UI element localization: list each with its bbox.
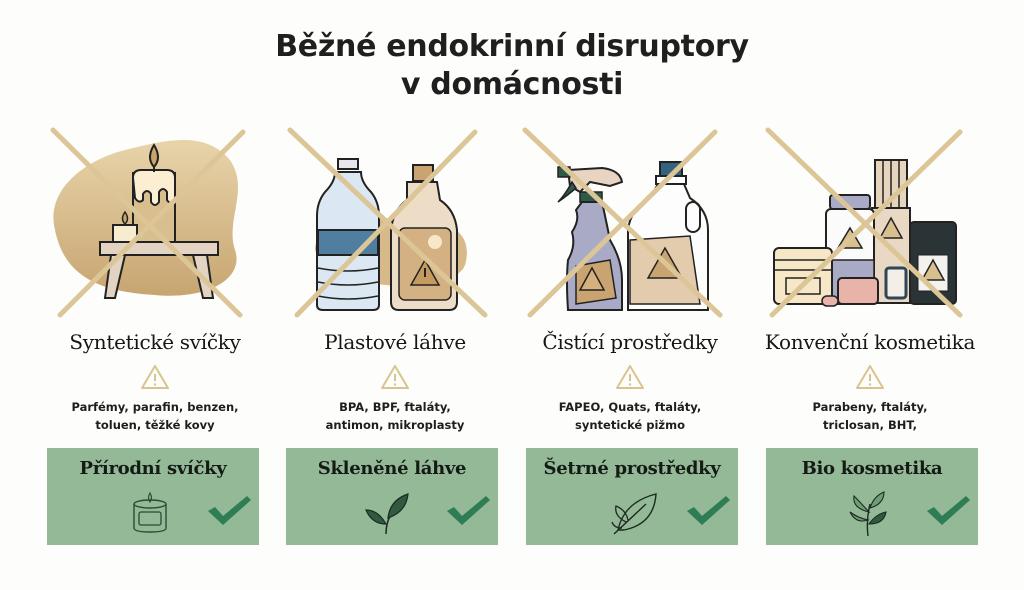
candles-on-stool-illustration — [35, 120, 275, 320]
cleaning-products-illustration — [510, 120, 750, 320]
checkmark-icon — [447, 496, 490, 525]
page-title: Běžné endokrinní disruptory v domácnosti — [0, 28, 1024, 104]
alternative-label: Přírodní svíčky — [79, 458, 227, 479]
category-name: Syntetické svíčky — [69, 330, 241, 354]
alternative-gentle-cleaners: Šetrné prostředky — [526, 448, 738, 545]
leaf-outline-icon — [611, 493, 657, 535]
title-line-1: Běžné endokrinní disruptory — [275, 29, 749, 64]
chemicals-list: Parfémy, parafin, benzen, toluen, těžké … — [71, 400, 239, 432]
checkmark-icon — [687, 496, 730, 525]
alternative-label: Šetrné prostředky — [543, 458, 721, 479]
category-name: Čistící prostředky — [542, 330, 718, 354]
leaf-sprout-icon — [365, 493, 409, 535]
jar-candle-icon — [133, 491, 167, 533]
chemicals-list: FAPEO, Quats, ftaláty, syntetické pižmo — [558, 400, 702, 432]
warning-icon — [856, 365, 884, 389]
category-name: Konvenční kosmetika — [764, 330, 976, 354]
alternative-glass-bottles: Skleněné láhve — [286, 448, 498, 545]
checkmark-icon — [927, 496, 970, 525]
chemicals-list: Parabeny, ftaláty, triclosan, BHT, — [812, 400, 928, 432]
alternative-label: Skleněné láhve — [317, 458, 467, 479]
herb-branch-icon — [849, 491, 887, 536]
alternative-bio-cosmetics: Bio kosmetika — [766, 448, 978, 545]
warning-icon — [616, 365, 644, 389]
title-line-2: v domácnosti — [400, 67, 624, 102]
alternative-label: Bio kosmetika — [801, 458, 943, 479]
cosmetics-jars-illustration — [750, 120, 990, 320]
chemicals-list: BPA, BPF, ftaláty, antimon, mikroplasty — [325, 400, 465, 432]
warning-icon — [381, 365, 409, 389]
plastic-bottles-illustration — [275, 120, 515, 320]
checkmark-icon — [208, 496, 251, 525]
alternative-natural-candles: Přírodní svíčky — [47, 448, 259, 545]
category-name: Plastové láhve — [324, 330, 466, 354]
warning-icon — [141, 365, 169, 389]
